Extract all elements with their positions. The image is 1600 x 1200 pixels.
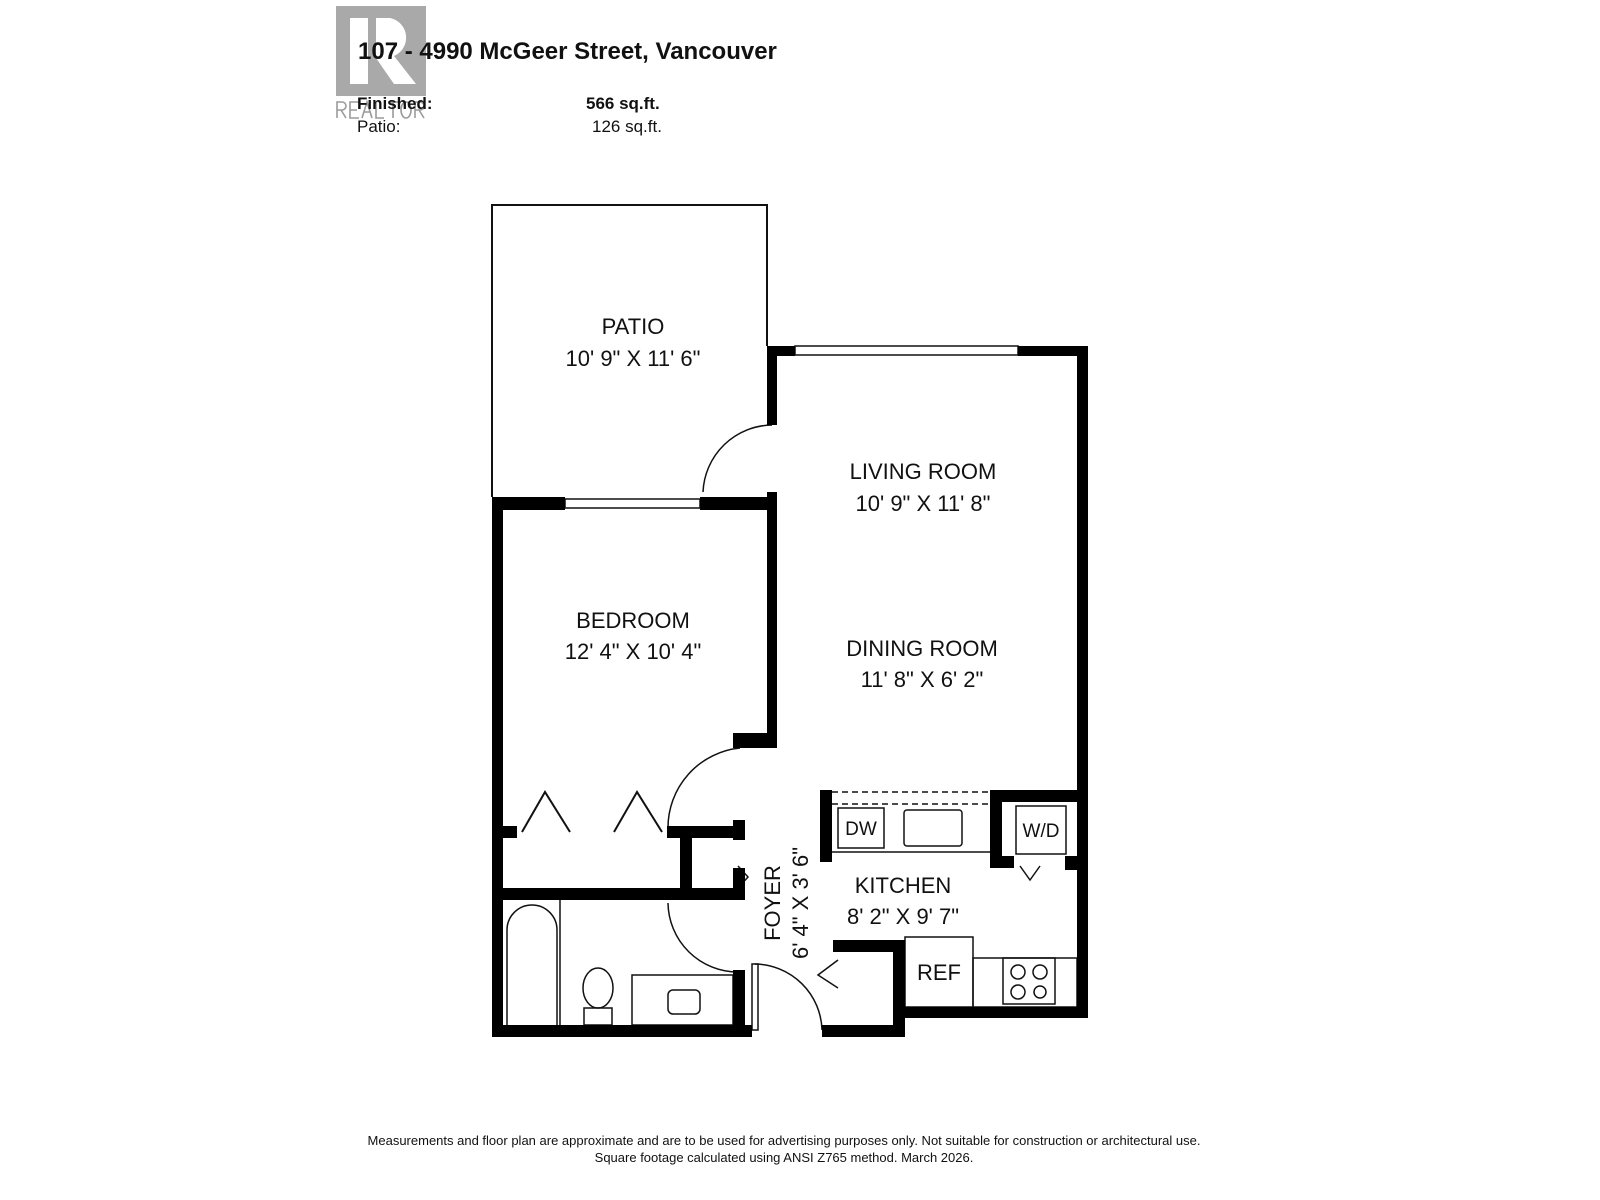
dishwasher — [837, 807, 885, 849]
washer-dryer — [1015, 805, 1067, 855]
dining-room-name: DINING ROOM — [846, 636, 998, 661]
kitchen-size: 8' 2" X 9' 7" — [847, 904, 959, 929]
living-room-name: LIVING ROOM — [850, 459, 997, 484]
walls — [492, 346, 1088, 1037]
realtor-logo — [336, 6, 426, 119]
foyer-name: FOYER — [760, 865, 785, 941]
patio-name: PATIO — [602, 314, 665, 339]
finished-value: 566 sq.ft. — [586, 94, 660, 113]
bedroom-door — [667, 747, 741, 829]
patio-label: Patio: — [357, 117, 401, 136]
disclaimer-line-1: Measurements and floor plan are approxim… — [367, 1133, 1201, 1148]
foyer-size: 6' 4" X 3' 6" — [788, 847, 813, 959]
bedroom-name: BEDROOM — [576, 608, 690, 633]
patio-outline — [491, 204, 768, 497]
disclaimer: Measurements and floor plan are approxim… — [0, 1132, 1568, 1166]
wd-label: W/D — [1023, 821, 1060, 842]
bathtub — [506, 904, 558, 1025]
dining-room-size: 11' 8" X 6' 2" — [861, 667, 984, 692]
toilet — [582, 967, 614, 1009]
bathroom-door — [667, 902, 739, 973]
living-room-size: 10' 9" X 11' 8" — [856, 491, 991, 516]
bedroom-size: 12' 4" X 10' 4" — [565, 639, 702, 664]
vanity — [631, 974, 734, 1026]
patio-door — [702, 424, 773, 493]
patio-value: 126 sq.ft. — [592, 117, 662, 136]
living-window — [794, 345, 1019, 356]
entry-door — [754, 963, 823, 1031]
dw-label: DW — [845, 819, 877, 840]
finished-label: Finished: — [357, 94, 433, 113]
kitchen-sink — [903, 809, 963, 847]
realtor-wordmark — [336, 99, 425, 119]
patio-size: 10' 9" X 11' 6" — [566, 346, 701, 371]
ref-label: REF — [917, 960, 961, 985]
kitchen-name: KITCHEN — [855, 873, 952, 898]
property-address: 107 - 4990 McGeer Street, Vancouver — [358, 38, 777, 65]
disclaimer-line-2: Square footage calculated using ANSI Z76… — [594, 1150, 974, 1165]
closet-bifold-doors — [521, 790, 663, 833]
stove — [1002, 957, 1056, 1005]
bedroom-window — [564, 498, 701, 509]
